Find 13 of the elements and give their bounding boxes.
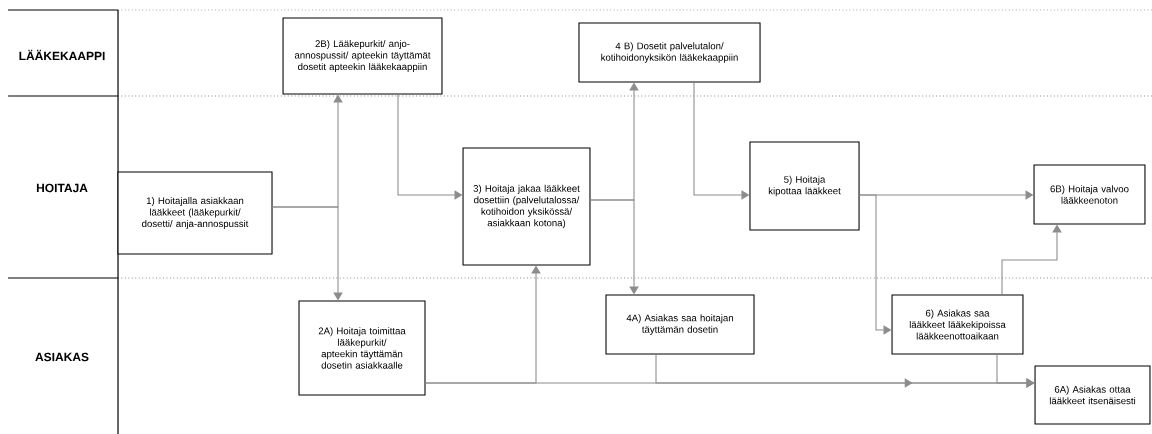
process-box: 1) Hoitajalla asiakkaan lääkkeet (lääkepurkit/ dosetti/ anja-annospussit <box>117 171 273 255</box>
process-box: 2B) Lääkepurkit/ anjo-annospussit/ apteekin täyttämät dosetit apteekin lääkekaappiin <box>282 17 443 95</box>
process-box: 2A) Hoitaja toimittaa lääkepurkit/ apteekin täyttämän dosetin asiakkaalle <box>298 300 426 396</box>
process-box: 3) Hoitaja jakaa lääkkeet dosettiin (palvelutalossa/ kotihoidon yksikössä/ asiakkaan kotona) <box>462 147 591 266</box>
process-box: 5) Hoitaja kipottaa lääkkeet <box>749 141 860 231</box>
lane-label: ASIAKAS <box>35 352 89 362</box>
process-box: 4 B) Dosetit palvelutalon/ kotihoidonyksikön lääkekaappiin <box>578 22 761 83</box>
process-box: 6) Asiakas saa lääkkeet lääkekipoissa lääkkeenottoaikaan <box>891 294 1024 355</box>
lane-label: LÄÄKEKAAPPI <box>19 49 105 61</box>
process-box: 6B) Hoitaja valvoo lääkkeenoton <box>1033 164 1146 225</box>
process-box: 4A) Asiakas saa hoitajan täyttämän dosetin <box>605 294 755 355</box>
lane-label: HOITAJA <box>36 183 88 193</box>
process-box: 6A) Asiakas ottaa lääkkeet itsenäisesti <box>1034 365 1151 425</box>
